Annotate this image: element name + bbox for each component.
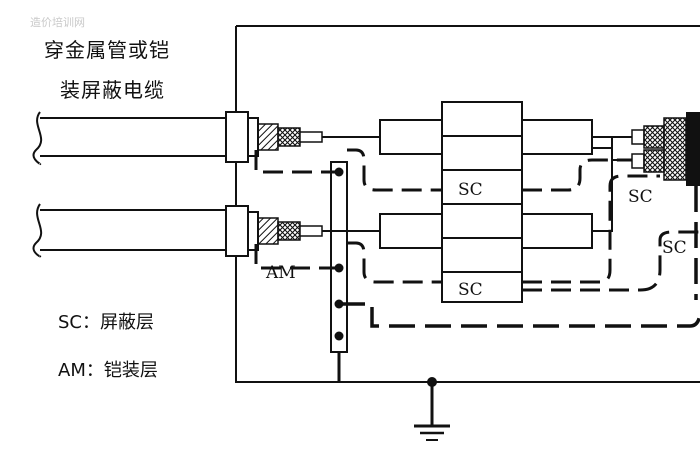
legend-sc: SC：屏蔽层: [58, 312, 154, 333]
sc-terminal-bottom: [441, 271, 523, 303]
cable-gland-bottom: [225, 205, 323, 257]
watermark: 造价培训网: [30, 16, 85, 29]
armor-terminal-bar: [330, 161, 348, 353]
incoming-cable-bottom: [32, 203, 228, 258]
sc-terminal-top: [441, 169, 523, 205]
armor-ground-line: [339, 302, 700, 328]
right-connector: [631, 112, 700, 186]
incoming-cable-top: [32, 111, 228, 166]
cable-gland-top: [225, 111, 323, 163]
legend-am: AM：铠装层: [58, 360, 158, 381]
sc-label-right-upper: SC: [628, 187, 653, 207]
am-terminal-dots: [334, 167, 344, 341]
sc-label-bottom: SC: [458, 280, 483, 300]
sc-label-right-lower: SC: [662, 238, 687, 258]
sc-label-top: SC: [458, 180, 483, 200]
ground-symbol: [337, 352, 450, 441]
signal-conductors-bottom: [322, 138, 613, 273]
title-line-1: 穿金属管或铠: [44, 38, 170, 62]
signal-conductors-top: [322, 101, 632, 171]
am-label: AM: [265, 263, 296, 283]
shield-drain-lines: [254, 148, 700, 292]
title-line-2: 装屏蔽电缆: [60, 78, 165, 102]
